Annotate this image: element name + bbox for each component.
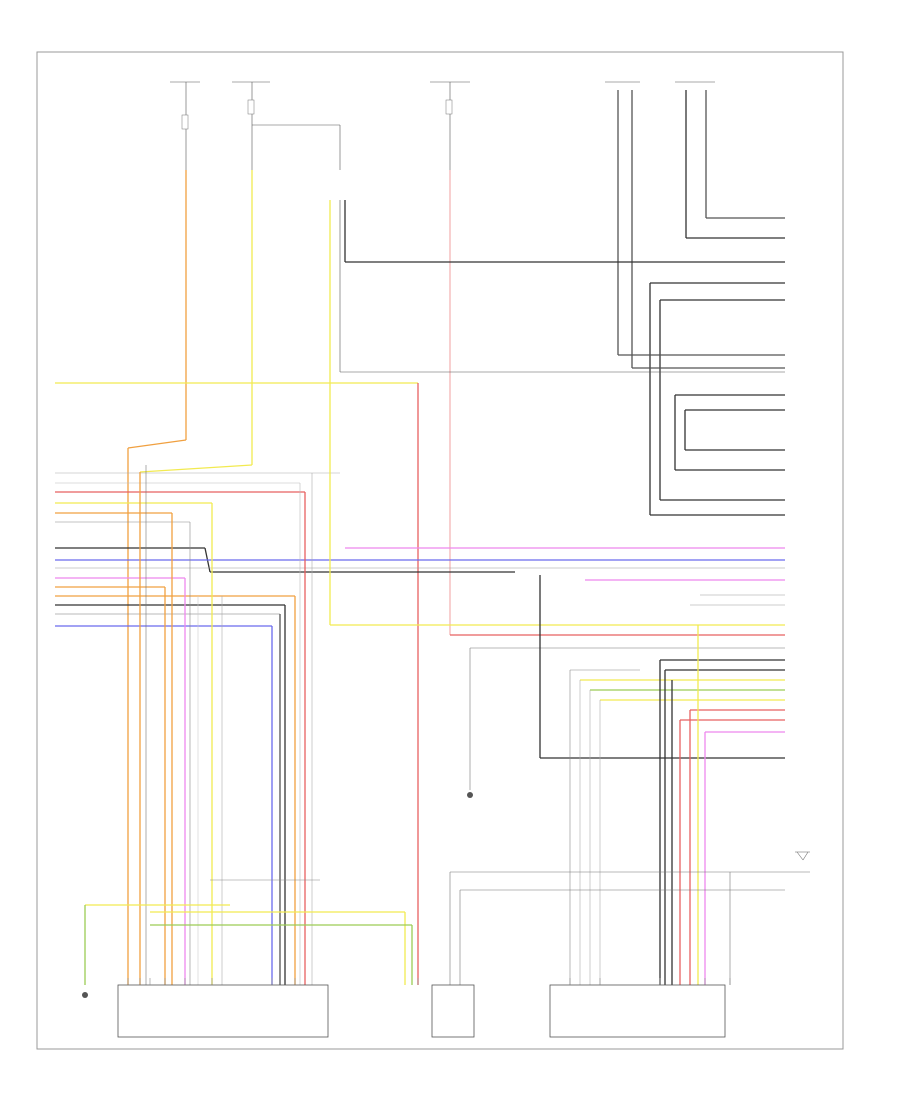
left-harness-upper — [55, 382, 419, 985]
fuse-2 — [247, 99, 255, 115]
fuse-3 — [445, 99, 453, 115]
fuse-group-third — [430, 81, 470, 635]
fuse-group-second — [139, 81, 341, 473]
right-module-drops — [569, 625, 731, 985]
module-left — [117, 984, 329, 1038]
ground-point-center — [467, 792, 473, 798]
module-right — [549, 984, 726, 1038]
fuse-1 — [181, 114, 189, 130]
left-module-drops — [82, 465, 412, 998]
main-bus — [55, 547, 785, 985]
module-center — [431, 984, 475, 1038]
module-pins — [127, 978, 731, 985]
fuse-group-left — [127, 81, 200, 985]
center-module-drops — [404, 648, 810, 985]
right-connector-upper — [339, 200, 785, 516]
ground-point-left — [82, 992, 88, 998]
diagram-frame — [36, 51, 844, 1050]
right-connector-lower — [329, 200, 785, 759]
ground-symbol-right — [795, 851, 810, 861]
battery-feeds — [605, 81, 715, 368]
